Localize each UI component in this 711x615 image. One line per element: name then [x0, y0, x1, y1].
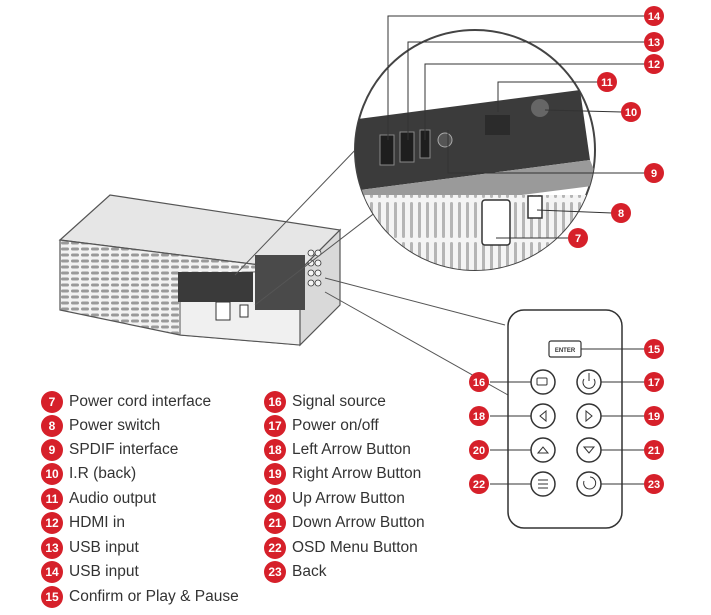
- badge: 18: [264, 439, 286, 461]
- legend-item-19: 19 Right Arrow Button: [264, 463, 421, 485]
- legend-label: Right Arrow Button: [292, 465, 422, 482]
- legend-label: USB input: [69, 563, 139, 580]
- badge: 21: [264, 512, 286, 534]
- legend-label: Power on/off: [292, 417, 379, 434]
- callout-7: 7: [568, 228, 588, 248]
- svg-text:12: 12: [648, 59, 660, 71]
- callout-10: 10: [621, 102, 641, 122]
- legend-item-20: 20 Up Arrow Button: [264, 488, 405, 510]
- legend-item-10: 10 I.R (back): [41, 463, 136, 485]
- badge: 16: [264, 391, 286, 413]
- legend-item-8: 8 Power switch: [41, 415, 160, 437]
- svg-text:21: 21: [648, 445, 660, 457]
- callout-12: 12: [644, 54, 664, 74]
- legend-label: Down Arrow Button: [292, 514, 425, 531]
- legend-item-21: 21 Down Arrow Button: [264, 512, 425, 534]
- legend-label: Up Arrow Button: [292, 490, 405, 507]
- legend-label: Signal source: [292, 393, 386, 410]
- legend-label: Left Arrow Button: [292, 441, 411, 458]
- callout-9: 9: [644, 163, 664, 183]
- badge: 17: [264, 415, 286, 437]
- zoom-detail: [354, 29, 596, 271]
- svg-text:9: 9: [651, 168, 657, 180]
- legend-item-22: 22 OSD Menu Button: [264, 537, 418, 559]
- svg-text:20: 20: [473, 445, 485, 457]
- callout-11: 11: [597, 72, 617, 92]
- legend-item-9: 9 SPDIF interface: [41, 439, 178, 461]
- callout-17: 17: [644, 372, 664, 392]
- callout-22: 22: [469, 474, 489, 494]
- callout-19: 19: [644, 406, 664, 426]
- badge: 20: [264, 488, 286, 510]
- legend-item-13: 13 USB input: [41, 537, 139, 559]
- callout-badges: 14 13 12 11 10 9 8 7 15 16 17 18 19 20 2…: [469, 6, 664, 494]
- svg-text:19: 19: [648, 411, 660, 423]
- legend-label: USB input: [69, 539, 139, 556]
- badge: 12: [41, 512, 63, 534]
- svg-text:22: 22: [473, 479, 485, 491]
- svg-text:14: 14: [648, 11, 661, 23]
- legend-item-23: 23 Back: [264, 561, 326, 583]
- legend-label: Back: [292, 563, 327, 580]
- legend-item-11: 11 Audio output: [41, 488, 156, 510]
- callout-8: 8: [611, 203, 631, 223]
- callout-16: 16: [469, 372, 489, 392]
- legend-label: Confirm or Play & Pause: [69, 588, 239, 605]
- legend-item-12: 12 HDMI in: [41, 512, 125, 534]
- svg-text:23: 23: [648, 479, 660, 491]
- svg-text:7: 7: [575, 233, 581, 245]
- legend-label: OSD Menu Button: [292, 539, 418, 556]
- badge: 23: [264, 561, 286, 583]
- legend-item-17: 17 Power on/off: [264, 415, 379, 437]
- svg-text:10: 10: [625, 107, 637, 119]
- svg-text:18: 18: [473, 411, 485, 423]
- badge: 9: [41, 439, 63, 461]
- legend-item-14: 14 USB input: [41, 561, 139, 583]
- badge: 22: [264, 537, 286, 559]
- badge: 8: [41, 415, 63, 437]
- callout-21: 21: [644, 440, 664, 460]
- legend-item-15: 15 Confirm or Play & Pause: [41, 586, 239, 608]
- badge: 15: [41, 586, 63, 608]
- callout-20: 20: [469, 440, 489, 460]
- callout-18: 18: [469, 406, 489, 426]
- legend-item-18: 18 Left Arrow Button: [264, 439, 411, 461]
- svg-text:13: 13: [648, 37, 660, 49]
- legend-label: HDMI in: [69, 514, 125, 531]
- legend-label: Power switch: [69, 417, 161, 434]
- legend-label: Power cord interface: [69, 393, 212, 410]
- callout-23: 23: [644, 474, 664, 494]
- badge: 7: [41, 391, 63, 413]
- callout-13: 13: [644, 32, 664, 52]
- svg-text:11: 11: [601, 77, 613, 89]
- ok-button-label: ENTER: [555, 348, 576, 354]
- callout-15: 15: [644, 339, 664, 359]
- svg-text:16: 16: [473, 377, 485, 389]
- legend-label: SPDIF interface: [69, 441, 179, 458]
- svg-text:8: 8: [618, 208, 624, 220]
- badge: 11: [41, 488, 63, 510]
- svg-text:17: 17: [648, 377, 660, 389]
- badge: 10: [41, 463, 63, 485]
- projector-body: [58, 144, 509, 396]
- legend-label: Audio output: [69, 490, 157, 507]
- legend-item-7: 7 Power cord interface: [41, 391, 211, 413]
- badge: 13: [41, 537, 63, 559]
- badge: 14: [41, 561, 63, 583]
- callout-lines: [387, 15, 645, 239]
- remote-control: [490, 309, 645, 529]
- callout-14: 14: [644, 6, 664, 26]
- legend-label: I.R (back): [69, 465, 137, 482]
- svg-text:15: 15: [648, 344, 660, 356]
- badge: 19: [264, 463, 286, 485]
- legend-item-16: 16 Signal source: [264, 391, 386, 413]
